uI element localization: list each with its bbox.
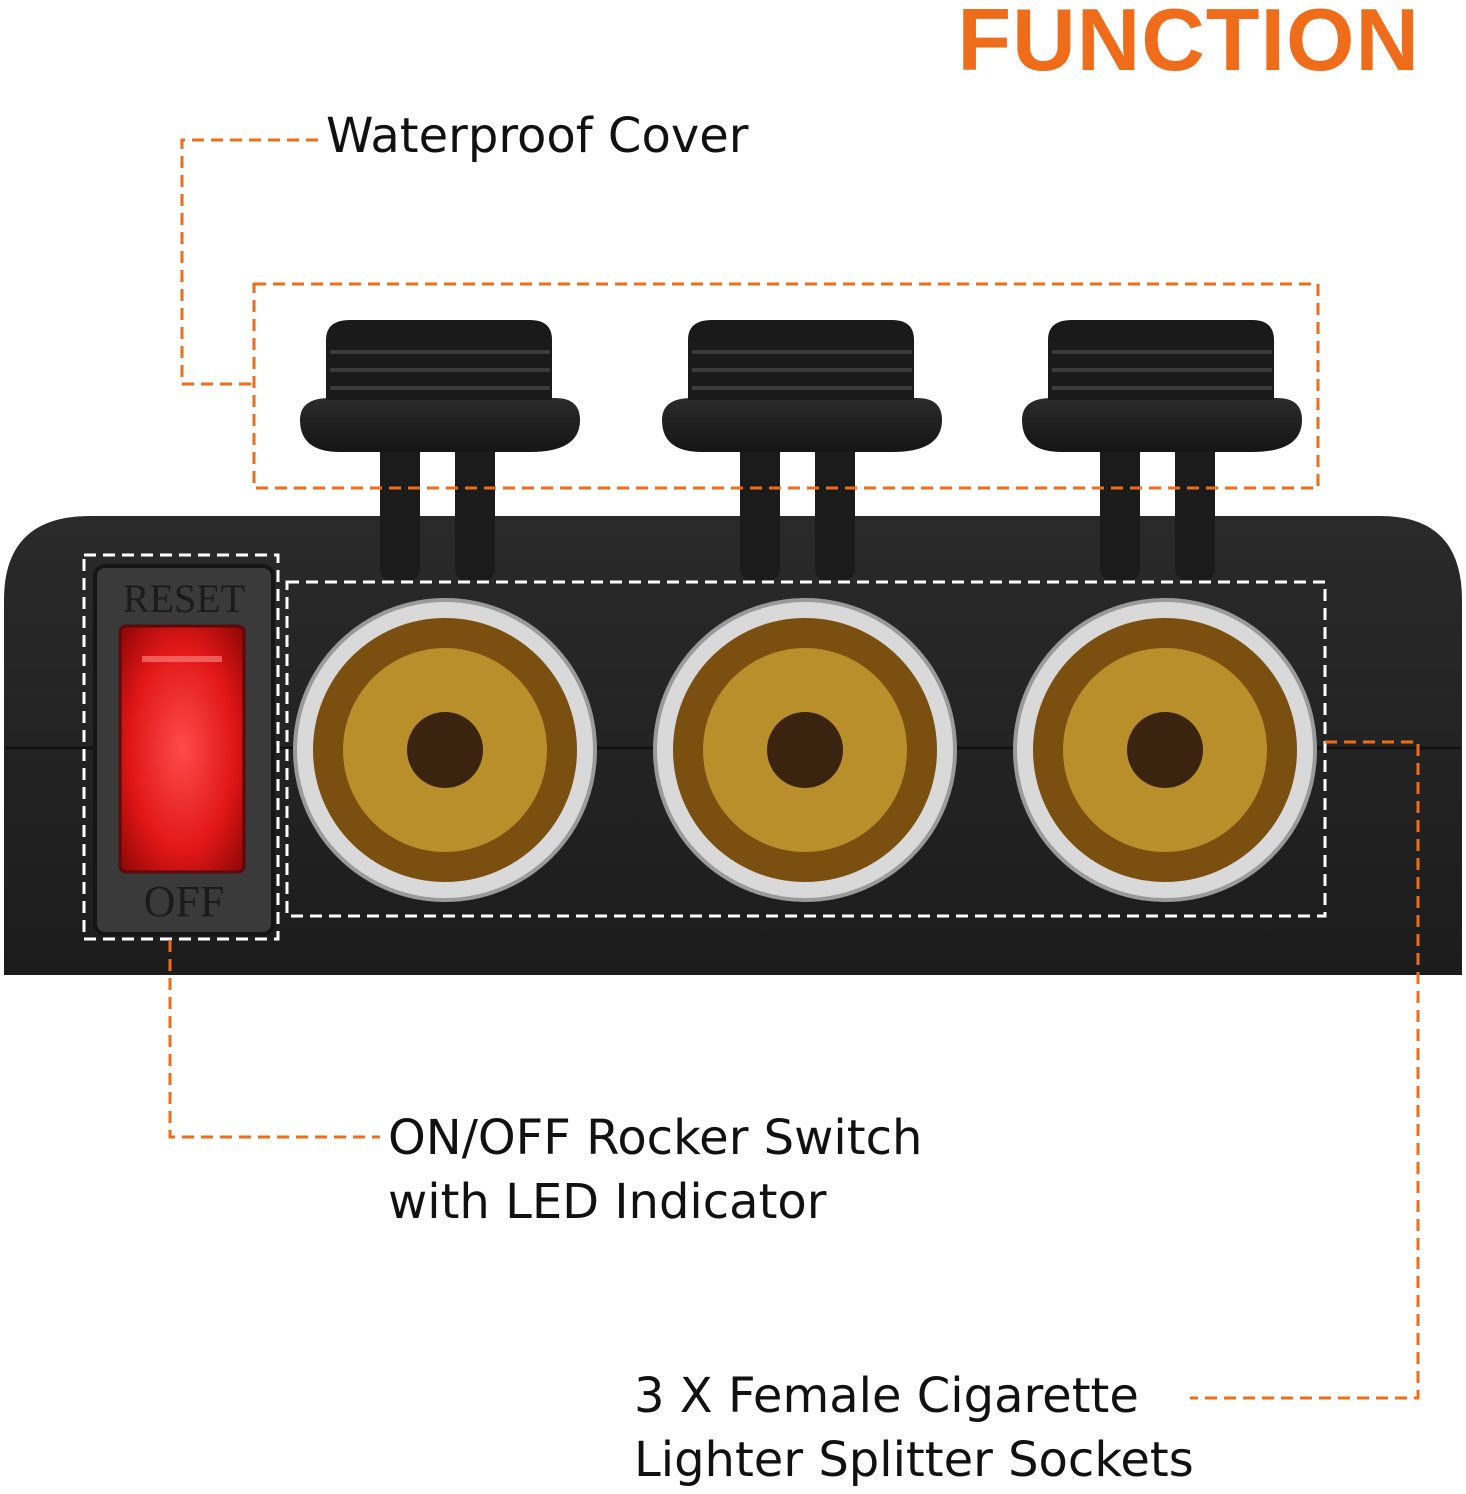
switch-reset-label: RESET	[123, 576, 245, 621]
sockets-leader-line	[1190, 740, 1420, 1400]
rocker-switch: RESET OFF	[93, 564, 275, 936]
switch-leader-line	[168, 940, 380, 1139]
socket	[653, 598, 957, 902]
page-title: FUNCTION	[957, 0, 1420, 89]
waterproof-cover-label: Waterproof Cover	[326, 108, 749, 164]
rocker-switch-label: ON/OFF Rocker Switch with LED Indicator	[388, 1110, 923, 1230]
switch-off-label: OFF	[144, 877, 225, 926]
waterproof-cap	[1022, 320, 1302, 580]
sockets-highlight-box	[285, 580, 1327, 918]
waterproof-cap	[300, 320, 580, 580]
cover-leader-line	[180, 138, 318, 386]
socket	[293, 598, 597, 902]
waterproof-cap	[662, 320, 942, 580]
sockets-label: 3 X Female Cigarette Lighter Splitter So…	[634, 1368, 1194, 1488]
caps-highlight-box	[252, 282, 1320, 490]
socket	[1013, 598, 1317, 902]
switch-highlight-box	[82, 553, 280, 941]
